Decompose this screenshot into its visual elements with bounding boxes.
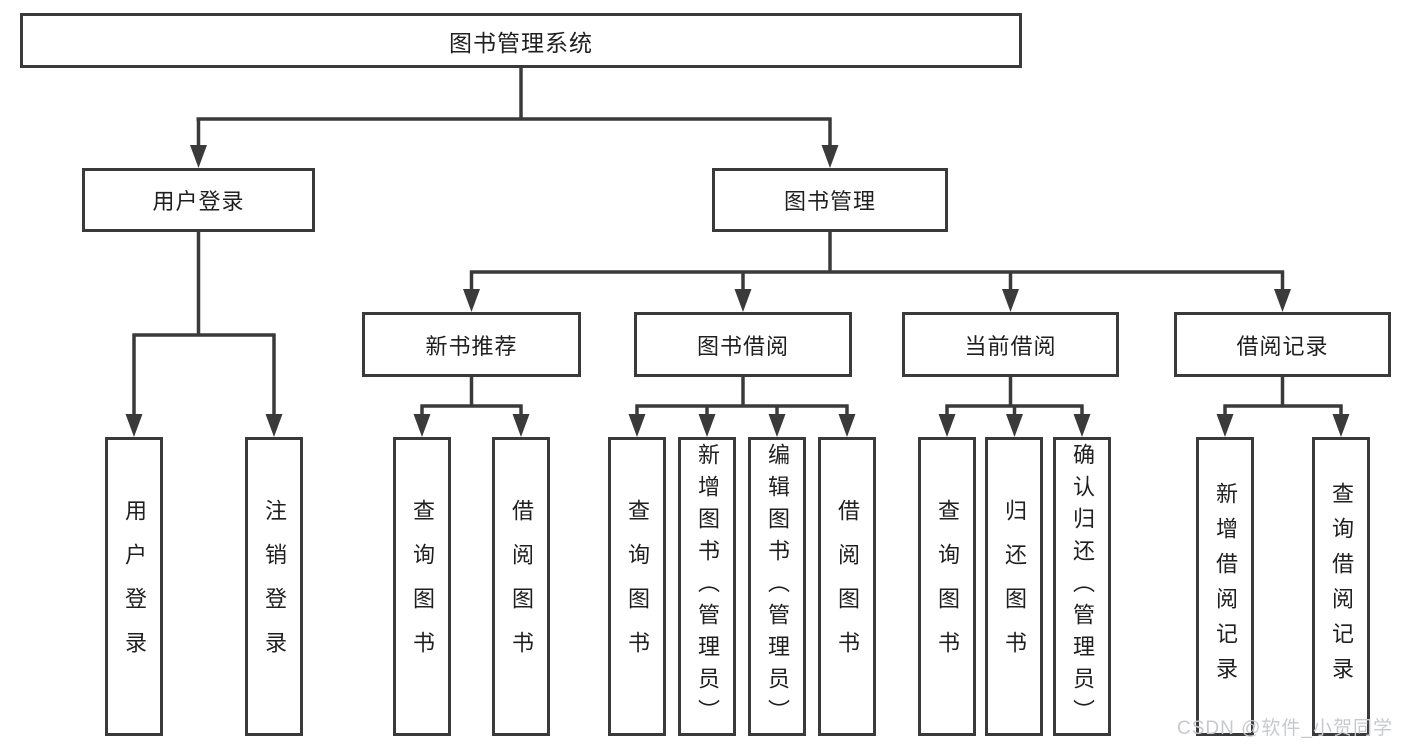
leaf-confirm-return-admin: 确认归还（管理员） — [1053, 437, 1111, 736]
leaf-query-borrow-record: 查询借阅记录 — [1312, 437, 1370, 736]
leaf-borrow-book: 借阅图书 — [818, 437, 876, 736]
leaf-edit-book-admin: 编辑图书（管理员） — [748, 437, 806, 736]
leaf-query-book-borrow: 查询图书 — [608, 437, 666, 736]
leaf-logout: 注销登录 — [245, 437, 303, 736]
leaf-add-book-admin: 新增图书（管理员） — [678, 437, 736, 736]
node-borrow-records: 借阅记录 — [1174, 312, 1391, 377]
node-current-borrow: 当前借阅 — [902, 312, 1119, 377]
node-new-book-recommend: 新书推荐 — [362, 312, 581, 377]
node-book-management: 图书管理 — [712, 168, 948, 232]
node-book-borrow: 图书借阅 — [634, 312, 852, 377]
leaf-query-book-current: 查询图书 — [918, 437, 976, 736]
leaf-query-book-recommend: 查询图书 — [393, 437, 451, 736]
node-user-login: 用户登录 — [82, 168, 315, 232]
leaf-add-borrow-record: 新增借阅记录 — [1196, 437, 1254, 736]
leaf-user-login: 用户登录 — [105, 437, 163, 736]
leaf-borrow-book-recommend: 借阅图书 — [492, 437, 550, 736]
leaf-return-book: 归还图书 — [985, 437, 1043, 736]
csdn-watermark: CSDN @软件_小贺同学 — [1177, 718, 1393, 739]
node-root-system: 图书管理系统 — [20, 13, 1022, 68]
